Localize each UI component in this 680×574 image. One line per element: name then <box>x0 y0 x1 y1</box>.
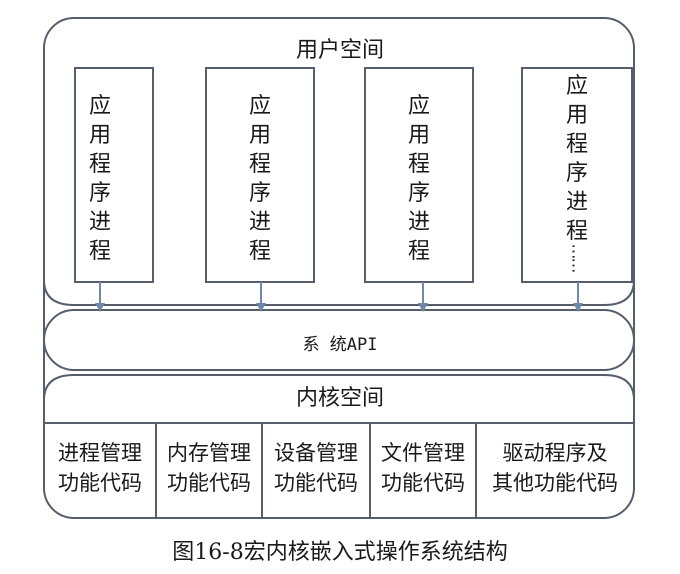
system-api-label: 系 统API <box>302 335 378 355</box>
kernel-module-1-line-1: 进程管理 <box>58 441 142 465</box>
process-box-1 <box>74 67 154 283</box>
kernel-module-5-line-2: 其他功能代码 <box>492 471 618 495</box>
kernel-module-2-line-2: 功能代码 <box>167 471 251 495</box>
process-2-char-6: 程 <box>248 239 271 264</box>
outer-frame <box>43 17 635 519</box>
kernel-module-2-line-1: 内存管理 <box>167 441 251 465</box>
process-3-char-3: 程 <box>407 152 430 177</box>
arrow-head-2 <box>256 303 266 312</box>
process-1-char-6: 程 <box>88 239 111 264</box>
kernel-module-device: 设备管理 功能代码 <box>262 438 370 498</box>
kernel-module-driver: 驱动程序及 其他功能代码 <box>476 438 634 498</box>
process-column-2: 应 用 程 序 进 程 <box>240 92 280 266</box>
process-4-char-4: 序 <box>565 161 588 186</box>
process-1-char-5: 进 <box>88 210 111 235</box>
process-3-char-2: 用 <box>407 123 430 148</box>
process-3-char-1: 应 <box>407 94 430 119</box>
process-1-char-2: 用 <box>88 123 111 148</box>
process-4-char-2: 用 <box>565 103 588 128</box>
process-4-char-5: 进 <box>565 190 588 215</box>
kernel-module-process: 进程管理 功能代码 <box>44 438 156 498</box>
kernel-module-4-line-2: 功能代码 <box>381 471 465 495</box>
process-column-4: 应 用 程 序 进 程 <box>557 72 597 246</box>
kernel-space-top <box>43 374 635 401</box>
process-4-char-3: 程 <box>565 132 588 157</box>
process-1-char-4: 序 <box>88 181 111 206</box>
kernel-module-5-line-1: 驱动程序及 <box>502 441 608 465</box>
process-2-char-1: 应 <box>248 94 271 119</box>
kernel-module-3-line-2: 功能代码 <box>274 471 358 495</box>
process-2-char-2: 用 <box>248 123 271 148</box>
user-space-bottom <box>43 279 635 306</box>
process-4-ellipsis: …… <box>568 243 588 272</box>
arrow-head-3 <box>418 303 428 312</box>
kernel-module-memory: 内存管理 功能代码 <box>156 438 262 498</box>
figure-caption: 图16-8宏内核嵌入式操作系统结构 <box>172 540 508 565</box>
arrow-head-1 <box>95 303 105 312</box>
process-3-char-4: 序 <box>407 181 430 206</box>
process-column-3: 应 用 程 序 进 程 <box>399 92 439 266</box>
process-2-char-3: 程 <box>248 152 271 177</box>
process-2-char-4: 序 <box>248 181 271 206</box>
kernel-space-label: 内核空间 <box>295 386 384 411</box>
process-3-char-5: 进 <box>407 210 430 235</box>
arrow-head-4 <box>573 303 583 312</box>
kernel-module-3-line-1: 设备管理 <box>274 441 358 465</box>
kernel-module-file: 文件管理 功能代码 <box>370 438 476 498</box>
process-column-1: 应 用 程 序 进 程 <box>80 92 120 266</box>
system-api-band <box>43 309 635 371</box>
process-4-char-1: 应 <box>565 74 588 99</box>
process-3-char-6: 程 <box>407 239 430 264</box>
process-2-char-5: 进 <box>248 210 271 235</box>
process-box-3 <box>364 67 474 283</box>
process-4-char-6: 程 <box>565 219 588 244</box>
kernel-module-4-line-1: 文件管理 <box>381 441 465 465</box>
user-space-label: 用户空间 <box>295 38 384 63</box>
process-1-char-1: 应 <box>88 94 111 119</box>
process-1-char-3: 程 <box>88 152 111 177</box>
kernel-module-1-line-2: 功能代码 <box>58 471 142 495</box>
